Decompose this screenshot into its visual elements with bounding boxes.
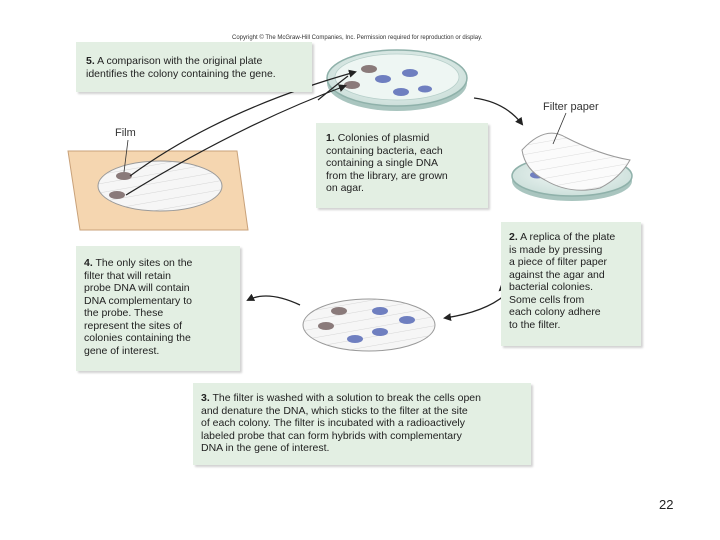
step-number: 1. bbox=[326, 132, 335, 144]
step-number: 4. bbox=[84, 257, 93, 269]
film-sheet bbox=[67, 150, 249, 231]
step-3-caption: 3. The filter is washed with a solution … bbox=[193, 383, 531, 465]
step-text: The filter is washed with a solution to … bbox=[201, 392, 481, 454]
step-number: 2. bbox=[509, 231, 518, 243]
colony bbox=[418, 85, 432, 93]
film-label: Film bbox=[115, 127, 136, 139]
step-2-caption: 2. A replica of the plate is made by pre… bbox=[501, 222, 641, 346]
colony bbox=[402, 69, 418, 77]
filter-paper-label: Filter paper bbox=[543, 101, 599, 113]
step-4-caption: 4. The only sites on the filter that wil… bbox=[76, 246, 240, 371]
page-number: 22 bbox=[659, 497, 674, 512]
washed-filter bbox=[302, 298, 436, 352]
step-text: The only sites on the filter that will r… bbox=[84, 257, 193, 357]
copyright-notice: Copyright © The McGraw-Hill Companies, I… bbox=[232, 35, 483, 41]
colony bbox=[375, 75, 391, 83]
step-5-caption: 5. A comparison with the original plate … bbox=[76, 42, 312, 92]
step-text: A replica of the plate is made by pressi… bbox=[509, 231, 616, 331]
step-text: A comparison with the original plate ide… bbox=[86, 55, 276, 80]
step-number: 5. bbox=[86, 55, 95, 67]
step-number: 3. bbox=[201, 392, 210, 404]
original-plate bbox=[326, 49, 468, 111]
filter-paper-plate bbox=[511, 132, 633, 201]
comparison-lines bbox=[125, 69, 357, 196]
film-leader bbox=[123, 139, 129, 173]
step-text: Colonies of plasmid containing bacteria,… bbox=[326, 132, 448, 194]
colony bbox=[393, 88, 409, 96]
colony bbox=[361, 65, 377, 73]
filter-paper-leader bbox=[552, 112, 567, 145]
colony bbox=[344, 81, 360, 89]
step-1-caption: 1. Colonies of plasmid containing bacter… bbox=[316, 123, 488, 208]
